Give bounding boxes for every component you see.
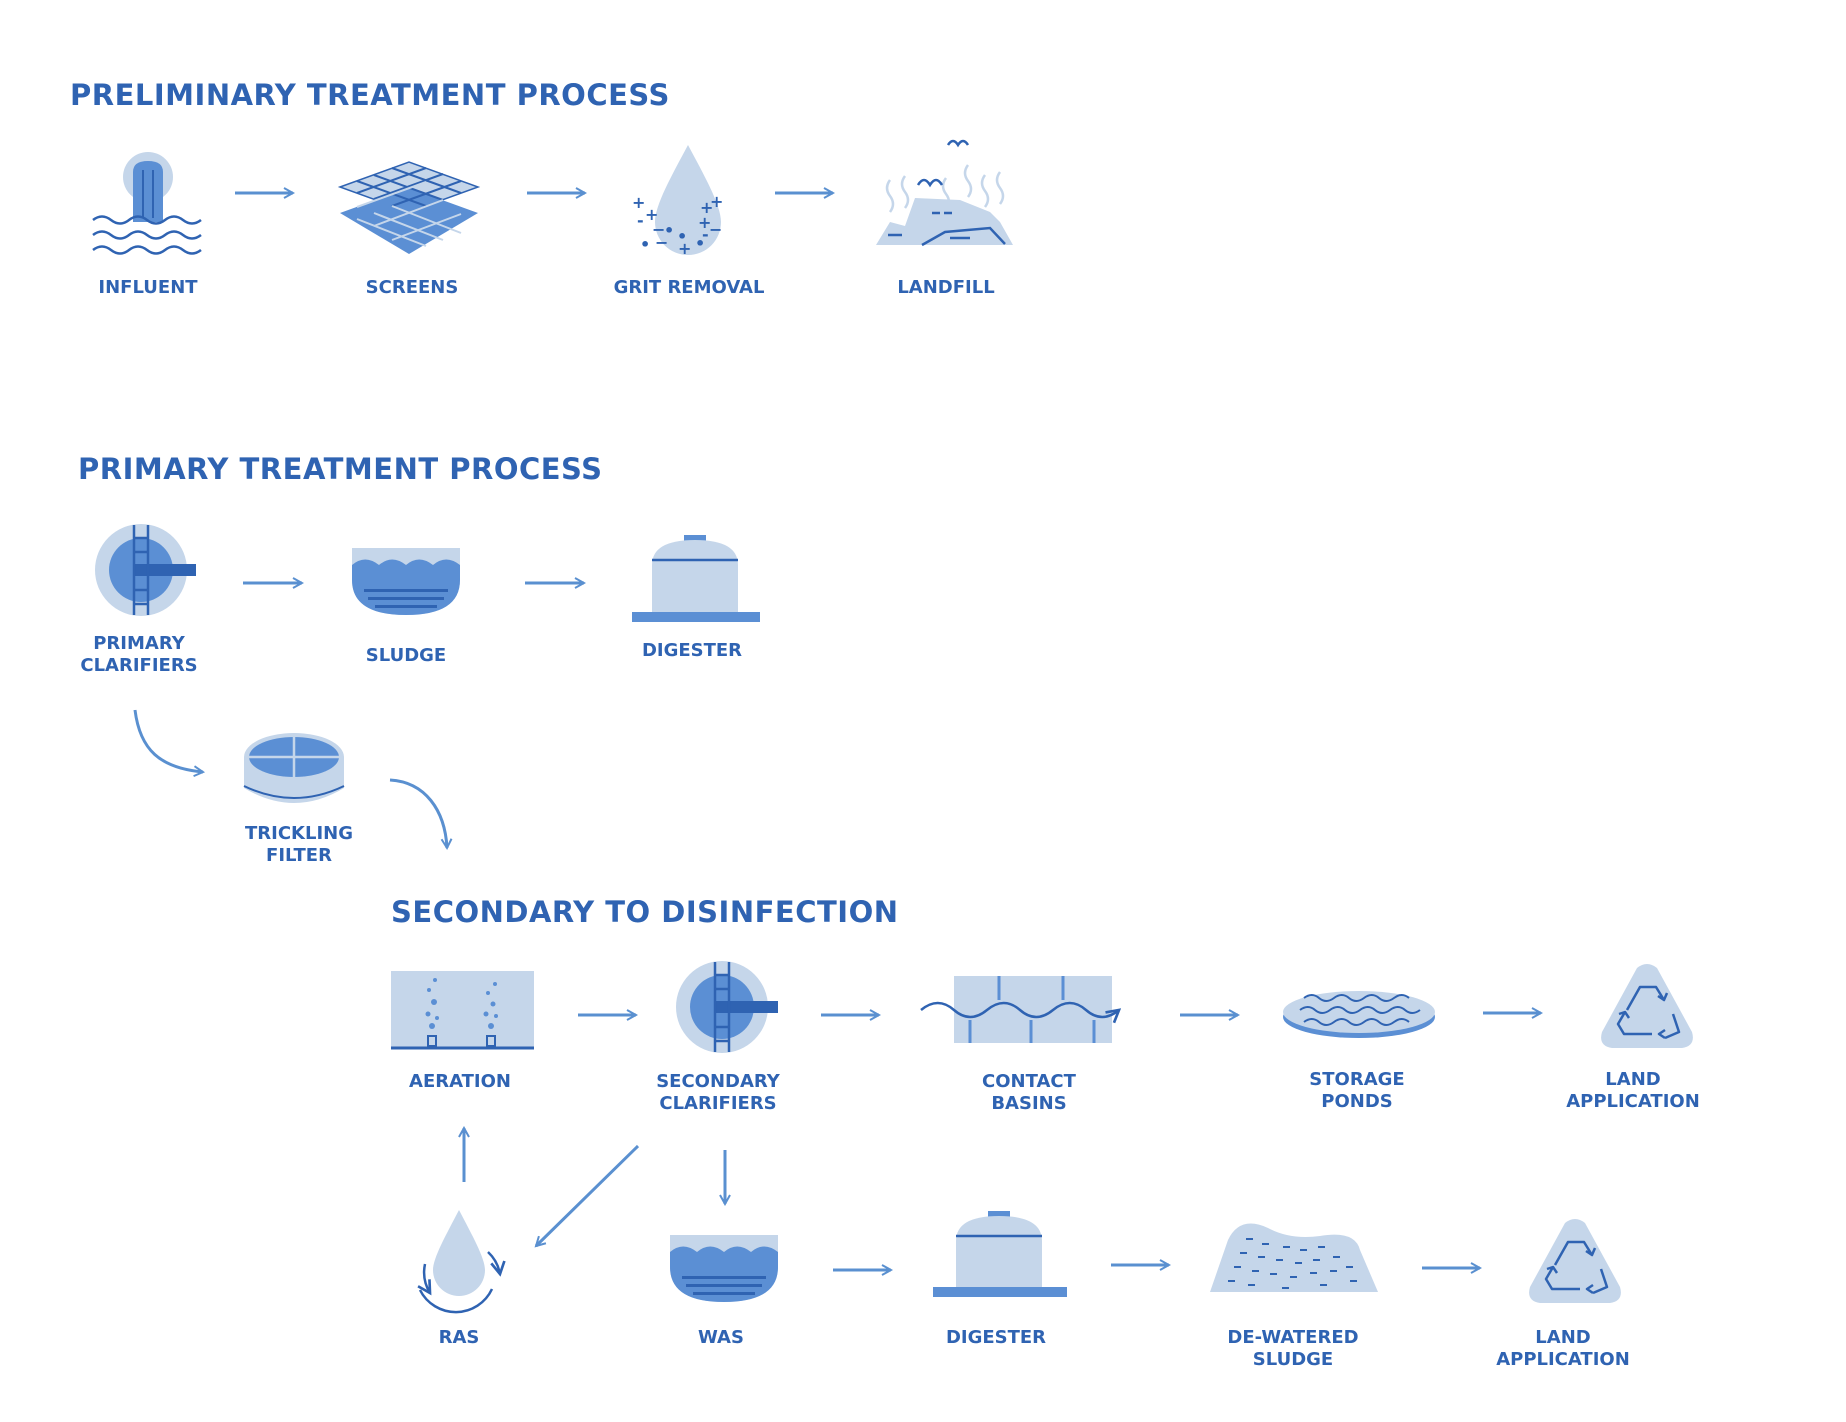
svg-text:•: • xyxy=(677,227,687,246)
svg-text:•: • xyxy=(695,234,705,253)
arrow-clarifier-to-trickling xyxy=(133,709,203,772)
svg-text:−: − xyxy=(652,220,665,239)
label-was: WAS xyxy=(698,1327,744,1348)
svg-text:+: + xyxy=(632,193,645,212)
svg-text:-: - xyxy=(637,211,644,230)
sludge-basin-icon xyxy=(352,548,460,615)
storage-pond-icon xyxy=(1283,991,1435,1038)
flow-arrows xyxy=(133,193,1541,1270)
landfill-icon xyxy=(876,139,1013,247)
digester-tank-icon xyxy=(933,1211,1067,1297)
section-title-preliminary: PRELIMINARY TREATMENT PROCESS xyxy=(70,78,670,112)
svg-text:+: + xyxy=(710,192,723,211)
svg-text:−: − xyxy=(655,233,668,252)
svg-text:+: + xyxy=(700,198,713,217)
contact-basin-icon xyxy=(920,976,1119,1043)
sludge-basin-icon xyxy=(670,1235,778,1302)
svg-text:+: + xyxy=(698,213,711,232)
aeration-tank-icon xyxy=(391,971,534,1050)
clarifier-icon xyxy=(95,524,196,616)
svg-text:•: • xyxy=(640,235,650,254)
svg-text:+: + xyxy=(645,205,658,224)
dewatered-sludge-pile-icon xyxy=(1210,1223,1378,1292)
recycle-icon xyxy=(1529,1219,1621,1303)
svg-text:+: + xyxy=(678,239,691,258)
arrow-trickling-to-secondary xyxy=(389,778,447,848)
ras-recycle-drop-icon xyxy=(420,1210,500,1314)
trickling-filter-icon xyxy=(243,733,345,803)
svg-text:−: − xyxy=(709,220,722,239)
label-landfill: LANDFILL xyxy=(897,277,995,298)
influent-pipe-icon xyxy=(92,152,202,255)
grit-drop-icon: ++- −++ +•− ••- +•− xyxy=(632,145,723,258)
label-aeration: AERATION xyxy=(409,1071,511,1092)
digester-tank-icon xyxy=(632,535,760,622)
label-grit-removal: GRIT REMOVAL xyxy=(613,277,765,298)
label-screens: SCREENS xyxy=(365,277,459,298)
recycle-icon xyxy=(1601,964,1693,1048)
label-sludge: SLUDGE xyxy=(365,645,447,666)
section-title-primary: PRIMARY TREATMENT PROCESS xyxy=(78,452,603,486)
screen-grid-icon xyxy=(337,161,481,254)
label-digester-secondary: DIGESTER xyxy=(945,1327,1047,1348)
clarifier-icon xyxy=(676,961,778,1053)
label-ras: RAS xyxy=(438,1327,480,1348)
arrow-secclarifier-to-ras xyxy=(536,1144,640,1246)
svg-text:-: - xyxy=(702,225,709,244)
label-digester-primary: DIGESTER xyxy=(641,640,743,661)
svg-text:•: • xyxy=(664,221,674,240)
label-influent: INFLUENT xyxy=(98,277,198,298)
section-title-secondary: SECONDARY TO DISINFECTION xyxy=(391,895,899,929)
